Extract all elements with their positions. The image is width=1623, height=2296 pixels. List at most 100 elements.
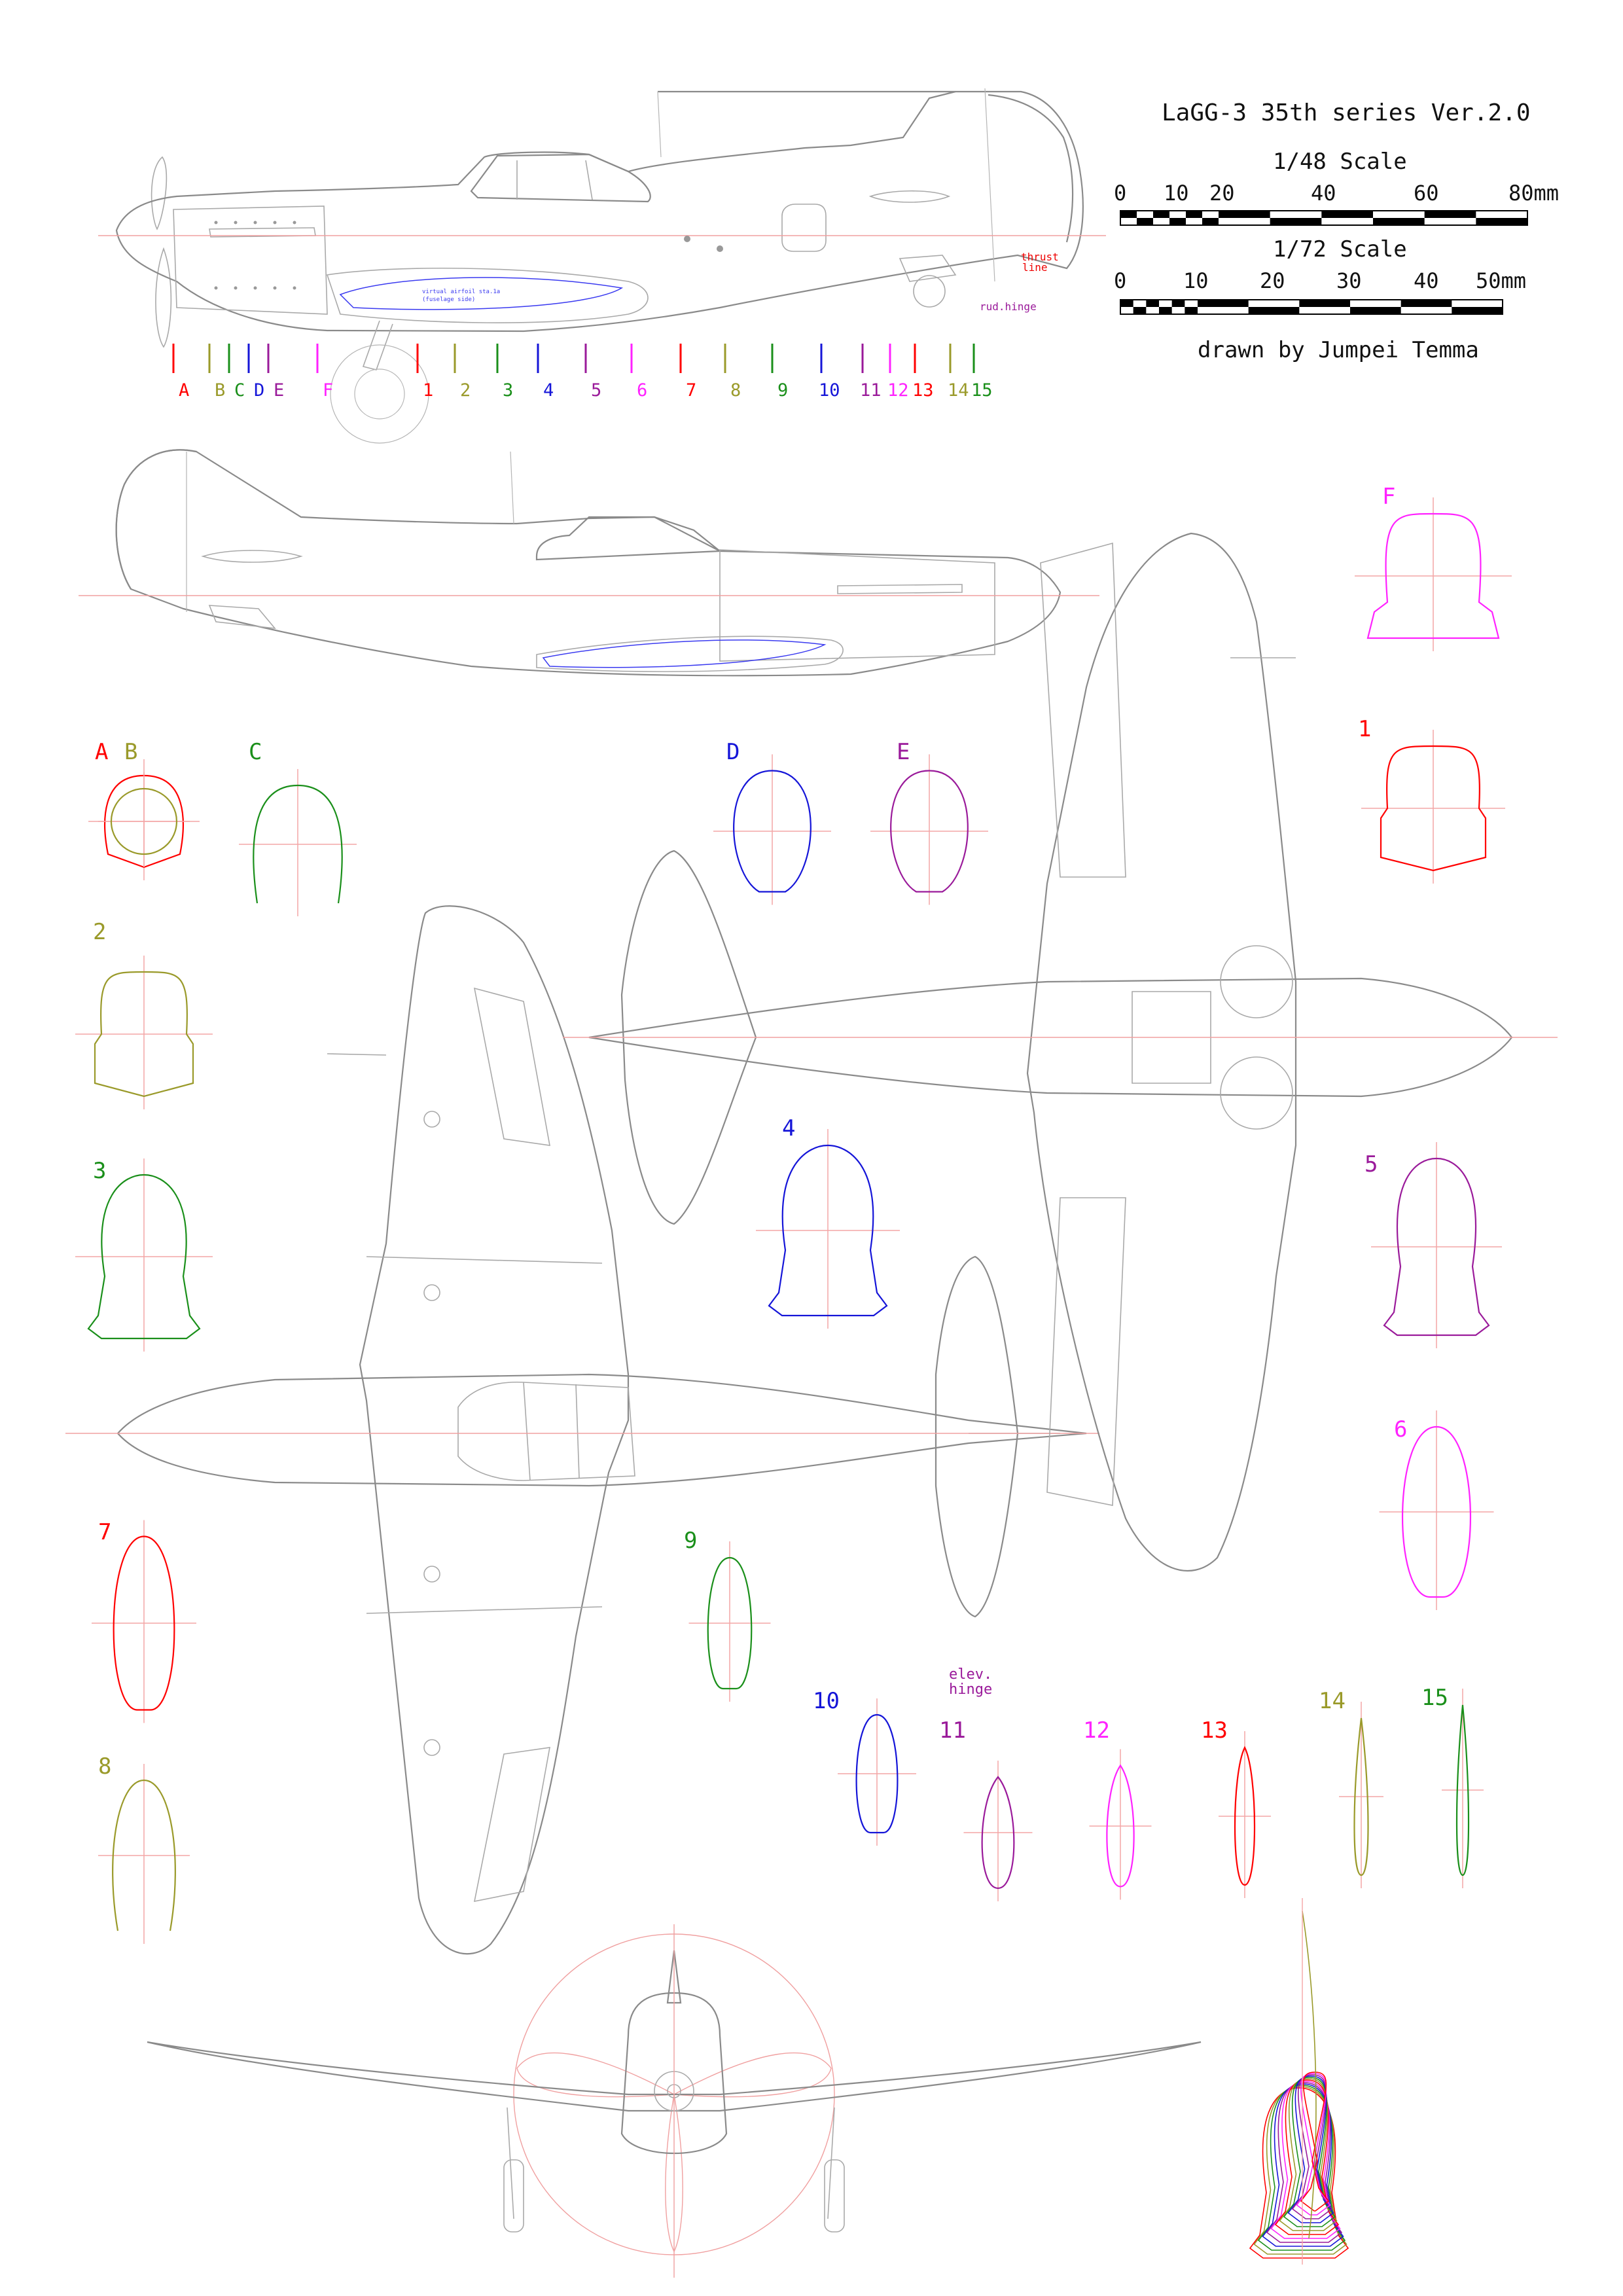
- propeller-blade: [151, 156, 168, 230]
- station-marker-label: 14: [948, 380, 969, 401]
- station-marker-label: 1: [423, 380, 433, 401]
- section-4: 4: [756, 1115, 900, 1329]
- section-outline: [1234, 1746, 1256, 1886]
- section-outline: [1455, 1704, 1470, 1876]
- propeller-blade: [155, 247, 172, 348]
- section-outline: [733, 770, 812, 893]
- wing-planform: [1026, 532, 1297, 1572]
- scale-bar-cell: [1202, 218, 1219, 225]
- station-marker-label: D: [254, 380, 264, 401]
- tailwheel-fairing: [899, 255, 957, 282]
- bottom-view: [563, 532, 1558, 1572]
- scale-bar-cell: [1133, 307, 1147, 314]
- station-marker-label: 13: [912, 380, 934, 401]
- tick-label: 40: [1414, 268, 1439, 293]
- landing-flap: [1046, 1197, 1126, 1506]
- scale-label-48: 1/48 Scale: [1273, 149, 1407, 175]
- section-outline: [87, 1174, 201, 1340]
- radiator-door: [781, 204, 827, 252]
- section-6: 6: [1379, 1410, 1494, 1610]
- section-label: 11: [939, 1717, 966, 1744]
- radiator-panel: [1132, 991, 1211, 1084]
- section-7: 7: [92, 1519, 196, 1723]
- main-wheel: [824, 2159, 845, 2233]
- station-marker-label: 2: [460, 380, 471, 401]
- canopy-frame: [457, 1381, 635, 1481]
- scale-bar-cell: [1171, 300, 1185, 307]
- overlay-section-outline: [1300, 2072, 1330, 2212]
- overlay-section-outline: [1249, 2087, 1349, 2259]
- tick-label: 0: [1114, 268, 1126, 293]
- section-label: 8: [98, 1753, 111, 1780]
- tick-label: 80mm: [1508, 181, 1559, 206]
- station-marker-label: 11: [860, 380, 882, 401]
- overlay-section-outline: [1291, 2074, 1333, 2219]
- section-13: 13: [1201, 1717, 1271, 1898]
- section-label: 2: [93, 919, 106, 945]
- station-marker-label: 8: [730, 380, 741, 401]
- rudder-outline: [988, 94, 1074, 243]
- main-wheel: [330, 344, 429, 444]
- scale-ticks-72: 0 10 20 30 40 50mm: [1114, 268, 1526, 293]
- tick-label: 0: [1114, 181, 1126, 206]
- side-view-left: virtual airfoil sta.1a (fuselage side) t…: [98, 88, 1106, 444]
- section-5: 5: [1364, 1142, 1502, 1348]
- scale-label-72: 1/72 Scale: [1273, 236, 1407, 262]
- thrust-line-label: line: [1022, 261, 1048, 274]
- section-label: 3: [93, 1158, 106, 1184]
- station-marker-label: 4: [543, 380, 554, 401]
- elevator-hinge-label: elev.: [949, 1666, 992, 1683]
- section-outline: [1106, 1764, 1135, 1888]
- scale-bar-cell: [1137, 218, 1153, 225]
- scale-bar-segment: [1299, 300, 1350, 307]
- station-marker-label: F: [323, 380, 333, 401]
- section-3: 3: [75, 1158, 213, 1352]
- section-label: E: [897, 739, 910, 765]
- rudder-outline: [115, 449, 197, 590]
- tailplane-planform: [935, 1255, 1019, 1618]
- rudder-hinge-line: [984, 88, 995, 282]
- scale-bar-cell: [1185, 307, 1198, 314]
- section-label: A: [95, 739, 108, 765]
- elevator-hinge-label: hinge: [949, 1681, 992, 1698]
- landing-flap: [1040, 542, 1126, 878]
- scale-bar-72: [1120, 299, 1503, 315]
- fuselage-vent: [868, 190, 951, 203]
- section-label: F: [1382, 484, 1395, 510]
- propeller-blade: [516, 2053, 676, 2098]
- section-d: D: [713, 739, 831, 905]
- section-outline: [112, 1779, 176, 1931]
- wing-front-outline: [147, 2041, 1202, 2112]
- antenna-mast: [657, 91, 662, 158]
- tailplane-planform: [620, 850, 757, 1225]
- cowling-panel: [719, 549, 995, 662]
- section-outline: [1366, 512, 1500, 639]
- sections-overlay: [1249, 1898, 1349, 2265]
- section-label: 6: [1394, 1416, 1407, 1443]
- aileron-panel: [473, 1747, 550, 1903]
- canopy-outline: [535, 516, 722, 561]
- section-11: 11: [939, 1717, 1033, 1901]
- station-marker-label: E: [274, 380, 284, 401]
- scale-bar-segment: [1270, 218, 1322, 225]
- section-label: 1: [1358, 716, 1371, 742]
- section-outline: [110, 787, 177, 855]
- section-outline: [1402, 1426, 1471, 1598]
- scale-bar-cell: [1159, 307, 1172, 314]
- section-9: 9: [684, 1528, 771, 1702]
- section-label: 13: [1201, 1717, 1228, 1744]
- station-marker-label: 5: [591, 380, 601, 401]
- station-marker-label: C: [234, 380, 245, 401]
- canopy-outline: [470, 153, 651, 203]
- scale-bar-segment: [1321, 211, 1373, 218]
- scale-bar-cell: [1153, 211, 1169, 218]
- section-label: 12: [1083, 1717, 1110, 1744]
- main-gear-leg: [362, 320, 393, 370]
- overlay-section-outline: [1262, 2083, 1344, 2247]
- section-1: 1: [1358, 716, 1505, 884]
- overlay-section-outline: [1287, 2075, 1334, 2223]
- scale-bar-segment: [1424, 211, 1476, 218]
- section-outline: [113, 1535, 175, 1711]
- section-outline: [1353, 1717, 1369, 1876]
